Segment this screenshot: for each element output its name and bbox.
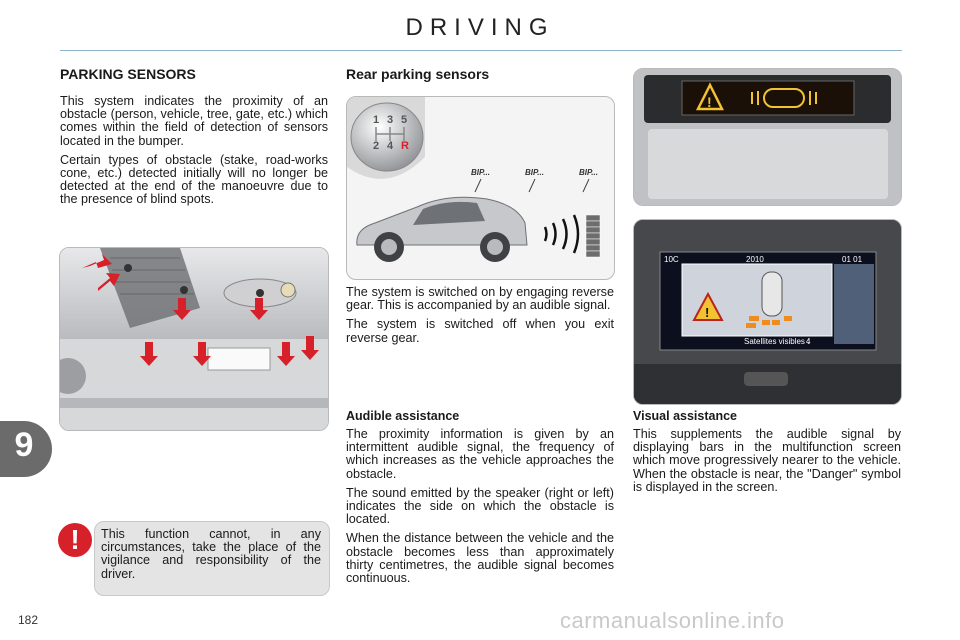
exclamation-icon: !	[58, 523, 92, 557]
screen-sat-count: 4	[806, 337, 811, 346]
bip-label: BIP...	[579, 168, 598, 177]
multifunction-screen-drawing: 10C 2010 01 01 Satellites visibles : 4 !	[634, 220, 901, 404]
gear-digit: 3	[387, 114, 393, 126]
left-column: PARKING SENSORS This system indicates th…	[60, 66, 328, 213]
bip-label: BIP...	[471, 168, 490, 177]
middle-column: Rear parking sensors	[346, 66, 614, 82]
section-title: Rear parking sensors	[346, 66, 490, 82]
paragraph: This supplements the audible signal by d…	[633, 427, 901, 494]
subsection-title: Audible assistance	[346, 409, 460, 423]
paragraph: The system is switched off when you exit…	[346, 317, 614, 345]
warning-note-box	[94, 521, 330, 596]
visual-assistance-section: Visual assistance This supplements the a…	[633, 409, 901, 500]
section-title: PARKING SENSORS	[60, 66, 196, 82]
paragraph: The proximity information is given by an…	[346, 427, 614, 481]
svg-text:!: !	[707, 94, 712, 110]
screen-date: 10C	[664, 255, 679, 264]
paragraph: This system indicates the proximity of a…	[60, 94, 328, 148]
warning-text: This function cannot, in any circumstanc…	[101, 527, 321, 581]
page-number: 182	[18, 613, 39, 627]
gear-digit-reverse: R	[401, 140, 409, 152]
svg-text:!: !	[705, 305, 709, 320]
subsection-title: Visual assistance	[633, 409, 738, 423]
watermark: carmanualsonline.info	[560, 608, 785, 633]
gear-digit: 4	[387, 140, 394, 152]
car-reversing-drawing: 1 3 5 2 4 R BIP... BIP... BIP...	[347, 97, 601, 262]
header-divider	[60, 50, 902, 51]
reverse-gear-illustration: 1 3 5 2 4 R BIP... BIP... BIP...	[346, 96, 615, 280]
paragraph: The system is switched on by engaging re…	[346, 285, 614, 313]
gear-digit: 2	[373, 140, 379, 152]
screen-time: 01 01	[842, 255, 863, 264]
chapter-number: 9	[14, 426, 34, 464]
chapter-tab	[0, 421, 52, 477]
screen-satellites: Satellites visibles :	[744, 337, 809, 346]
bip-label: BIP...	[525, 168, 544, 177]
bumper-drawing	[60, 248, 328, 430]
screen-year: 2010	[746, 255, 764, 264]
dashboard-drawing: !	[634, 69, 901, 205]
page-title: DRIVING	[405, 14, 555, 41]
paragraph: When the distance between the vehicle an…	[346, 531, 614, 586]
paragraph: Certain types of obstacle (stake, road-w…	[60, 152, 328, 207]
multifunction-screen-illustration: 10C 2010 01 01 Satellites visibles : 4 !	[633, 219, 902, 405]
paragraph: The sound emitted by the speaker (right …	[346, 485, 614, 527]
reverse-gear-text: The system is switched on by engaging re…	[346, 285, 614, 351]
audible-assistance-section: Audible assistance The proximity informa…	[346, 409, 614, 591]
dashboard-display-illustration: !	[633, 68, 902, 206]
gear-digit: 1	[373, 114, 379, 126]
bumper-sensors-illustration	[59, 247, 329, 431]
gear-digit: 5	[401, 114, 407, 126]
